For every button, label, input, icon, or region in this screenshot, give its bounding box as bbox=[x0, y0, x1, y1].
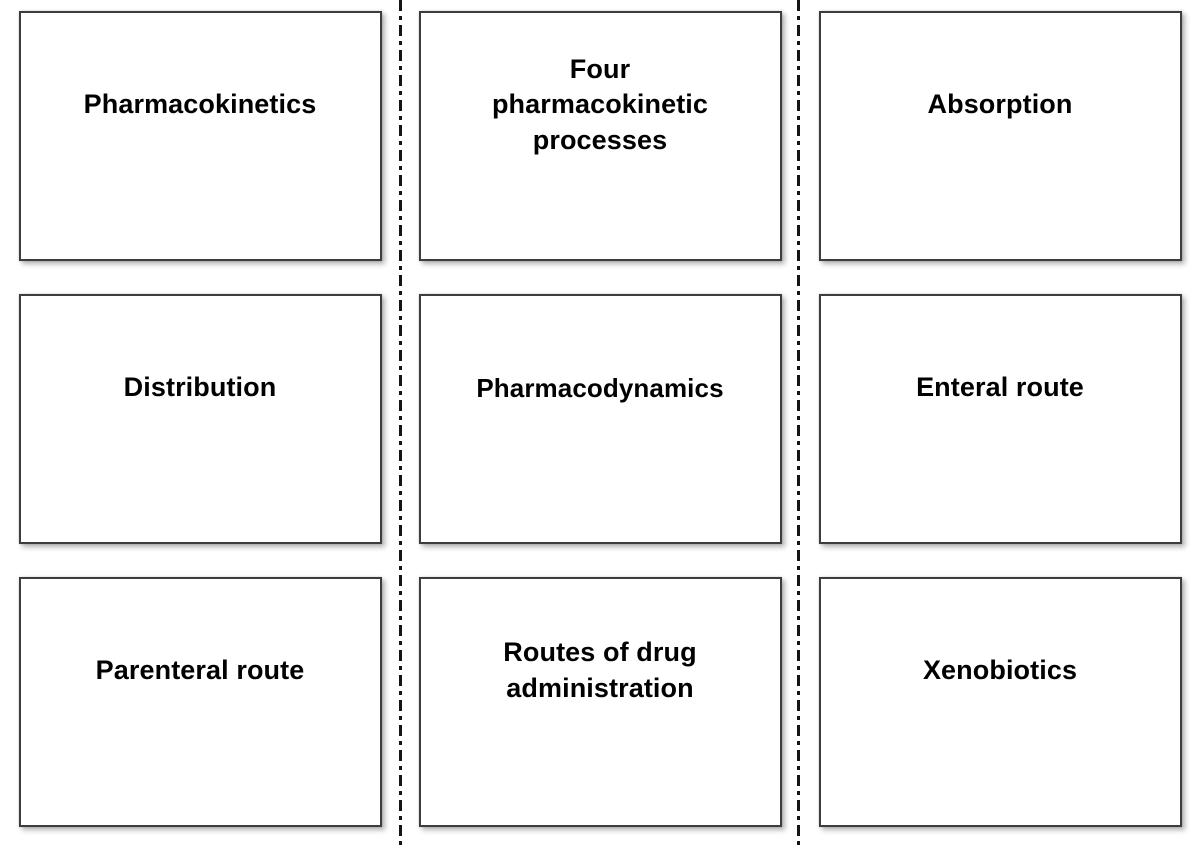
card-cell-r3c2: Routes of drug administration bbox=[400, 566, 800, 849]
flashcard-label: Xenobiotics bbox=[922, 655, 1078, 686]
card-cell-r3c3: Xenobiotics bbox=[800, 566, 1200, 849]
flashcard-routes-of-drug-administration[interactable]: Routes of drug administration bbox=[418, 577, 782, 827]
card-cell-r1c3: Absorption bbox=[800, 0, 1200, 283]
flashcard-label: Distribution bbox=[123, 372, 277, 403]
flashcard-label: Routes of drug administration bbox=[503, 637, 697, 703]
flashcard-label: Parenteral route bbox=[95, 655, 305, 686]
flashcard-distribution[interactable]: Distribution bbox=[18, 294, 382, 544]
flashcard-label: Four pharmacokinetic processes bbox=[491, 53, 709, 155]
flashcard-label: Pharmacokinetics bbox=[83, 89, 317, 120]
flashcard-four-pharmacokinetic-processes[interactable]: Four pharmacokinetic processes bbox=[418, 11, 782, 261]
flashcard-xenobiotics[interactable]: Xenobiotics bbox=[818, 577, 1182, 827]
card-cell-r1c1: Pharmacokinetics bbox=[0, 0, 400, 283]
flashcard-label: Pharmacodynamics bbox=[476, 372, 724, 403]
flashcard-pharmacodynamics[interactable]: Pharmacodynamics bbox=[418, 294, 782, 544]
card-cell-r1c2: Four pharmacokinetic processes bbox=[400, 0, 800, 283]
flashcard-parenteral-route[interactable]: Parenteral route bbox=[18, 577, 382, 827]
card-cell-r2c2: Pharmacodynamics bbox=[400, 283, 800, 566]
flashcard-label: Absorption bbox=[927, 89, 1073, 120]
flashcard-label: Enteral route bbox=[916, 372, 1084, 403]
card-cell-r2c3: Enteral route bbox=[800, 283, 1200, 566]
flashcard-enteral-route[interactable]: Enteral route bbox=[818, 294, 1182, 544]
card-cell-r3c1: Parenteral route bbox=[0, 566, 400, 849]
flashcard-pharmacokinetics[interactable]: Pharmacokinetics bbox=[18, 11, 382, 261]
card-cell-r2c1: Distribution bbox=[0, 283, 400, 566]
flashcard-absorption[interactable]: Absorption bbox=[818, 11, 1182, 261]
